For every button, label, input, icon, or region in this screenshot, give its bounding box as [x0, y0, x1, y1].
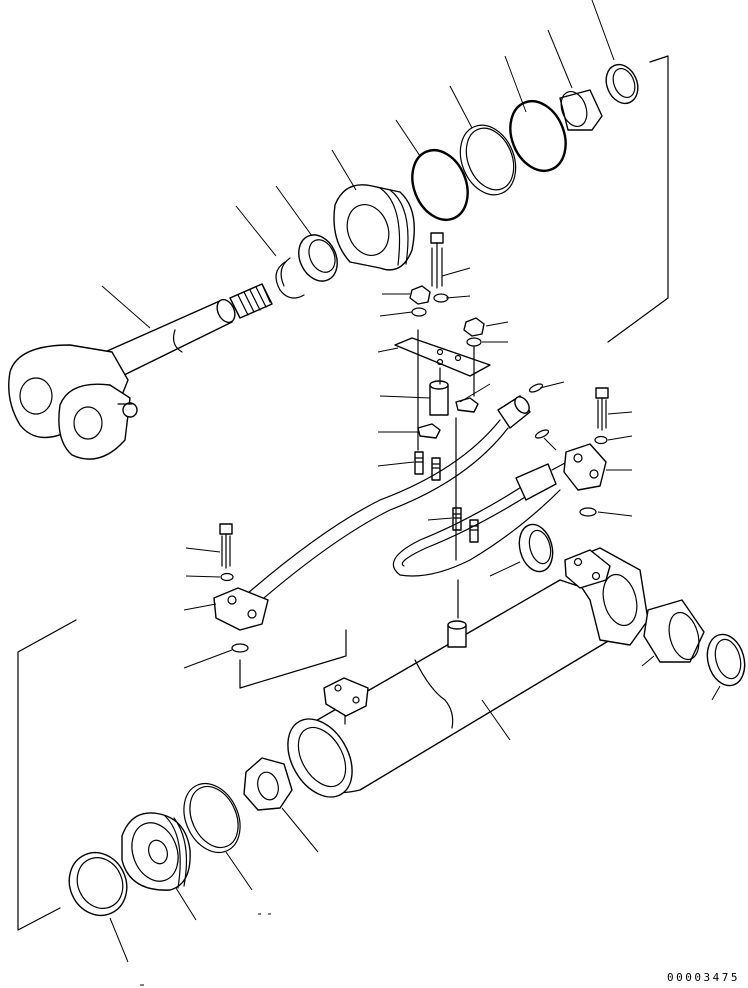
washer-left [412, 308, 426, 316]
mounting-bolt-top [431, 233, 443, 288]
backup-ring [450, 117, 525, 203]
head-o-ring-large [500, 93, 575, 179]
washer-center [434, 294, 448, 302]
barrel-tube-boss [448, 621, 466, 647]
hydraulic-tube-head-side [240, 394, 532, 610]
piston-wear-ring [173, 774, 251, 861]
stud-bolts-upper [415, 452, 440, 480]
rod-end-eye [9, 345, 137, 459]
bottom-dust-seal [702, 630, 748, 690]
barrel-flange-pad [324, 678, 368, 724]
flange-bolt-left [220, 524, 233, 581]
flange-o-ring-left [232, 644, 248, 652]
stud-bolts-lower [453, 508, 478, 542]
clamp-plate [395, 338, 490, 376]
hydraulic-tube-bottom-side [393, 456, 578, 576]
tube-flange-right [564, 444, 606, 490]
flange-bolt-right [595, 388, 608, 444]
flange-group-bracket [240, 630, 346, 688]
cylinder-barrel [275, 580, 620, 808]
bottom-bushing [514, 521, 557, 576]
dust-seal [601, 60, 644, 108]
pin-bushing [644, 600, 704, 663]
hex-nut-left [410, 286, 430, 304]
piston [122, 813, 190, 890]
clamp-guide-lines [418, 330, 474, 618]
head-group-bracket [608, 56, 668, 342]
tube-flange-left [214, 588, 268, 630]
hose-clamp-right [456, 398, 478, 412]
cylinder-head [334, 185, 414, 270]
drawing-number: 00003475 [667, 971, 740, 984]
rod-bushing [292, 229, 345, 288]
flange-o-ring-right [580, 508, 596, 516]
spacer-collar [430, 381, 448, 415]
hex-nut-right [464, 318, 484, 336]
snap-ring [276, 258, 304, 298]
piston-nut [244, 758, 292, 810]
washer-right [467, 338, 481, 346]
piston-rod [105, 284, 272, 378]
tube-o-rings [528, 382, 549, 439]
head-o-ring-thick [402, 142, 477, 228]
piston-ring [59, 843, 137, 925]
barrel-bottom-eye [565, 548, 648, 645]
head-bushing [557, 88, 602, 130]
leader-lines [102, 0, 720, 962]
hose-clamp-left [418, 424, 440, 438]
stray-marks [140, 914, 271, 985]
piston-group-bracket [18, 620, 76, 930]
